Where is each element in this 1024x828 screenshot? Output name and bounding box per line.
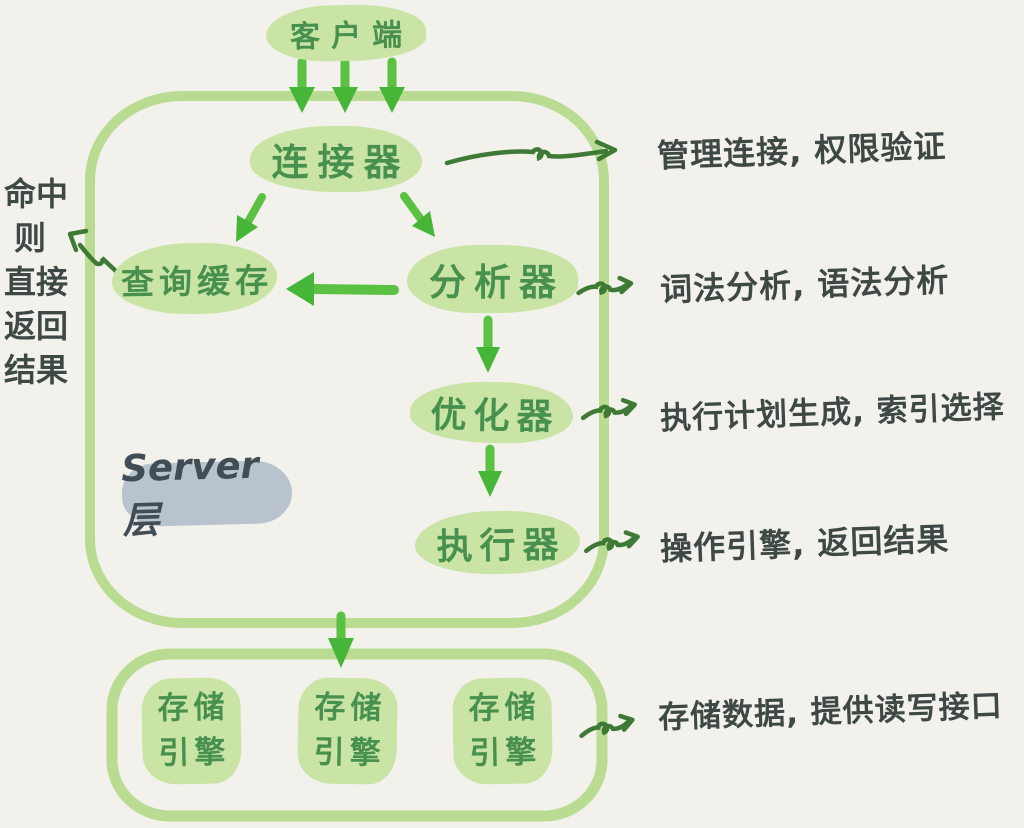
storage-layer-box <box>106 648 608 822</box>
server-to-storage-arrow <box>328 611 354 668</box>
executor-annotation-arrow <box>584 531 639 553</box>
optimizer-to-executor-arrow <box>478 444 502 497</box>
client-label: 客户端 <box>289 17 414 55</box>
cache-hit-note-line: 直接 <box>4 263 69 301</box>
client-to-connector-arrow-3 <box>379 57 405 113</box>
connector-annotation-arrow <box>444 139 618 166</box>
connector-to-query-cache-arrow <box>236 193 266 242</box>
query-cache-hit-arrow <box>67 228 125 280</box>
storage-engine-label-line1: 存储 <box>314 689 387 727</box>
analyzer-node: 分析器 <box>407 245 578 313</box>
storage-engine-node-3: 存储 引擎 <box>452 677 553 785</box>
storage-engine-label-line1: 存储 <box>157 689 230 727</box>
cache-hit-note-line: 结果 <box>4 351 69 389</box>
client-to-connector-arrow-1 <box>289 57 315 113</box>
storage-engine-label-line1: 存储 <box>468 689 541 727</box>
storage-engine-node-1: 存储 引擎 <box>141 677 242 785</box>
storage-engine-label-line2: 引擎 <box>158 734 231 772</box>
optimizer-node: 优化器 <box>409 380 574 445</box>
client-node: 客户端 <box>265 3 427 63</box>
executor-node: 执行器 <box>414 509 581 576</box>
connector-to-analyzer-arrow <box>400 192 435 237</box>
cache-hit-note: 命中 则 直接 返回 结果 <box>4 178 84 398</box>
analyzer-to-query-cache-arrow <box>286 272 399 306</box>
query-cache-label: 查询缓存 <box>120 260 274 302</box>
optimizer-label: 优化器 <box>430 394 560 438</box>
cache-hit-note-line: 则 <box>14 219 47 257</box>
server-layer-label: Server层 <box>121 444 293 542</box>
storage-engine-node-2: 存储 引擎 <box>297 677 398 785</box>
server-layer-label-text: Server层 <box>120 443 260 543</box>
storage-engine-label-line2: 引擎 <box>313 734 386 772</box>
client-to-connector-arrow-2 <box>332 57 358 113</box>
storage-engine-label-line2: 引擎 <box>469 734 542 772</box>
cache-hit-note-line: 返回 <box>4 307 69 345</box>
cache-hit-note-line: 命中 <box>4 175 69 213</box>
connector-label: 连接器 <box>271 141 410 184</box>
analyzer-to-optimizer-arrow <box>476 315 500 373</box>
executor-label: 执行器 <box>436 524 566 568</box>
analyzer-label: 分析器 <box>429 261 564 304</box>
connector-node: 连接器 <box>250 126 422 192</box>
